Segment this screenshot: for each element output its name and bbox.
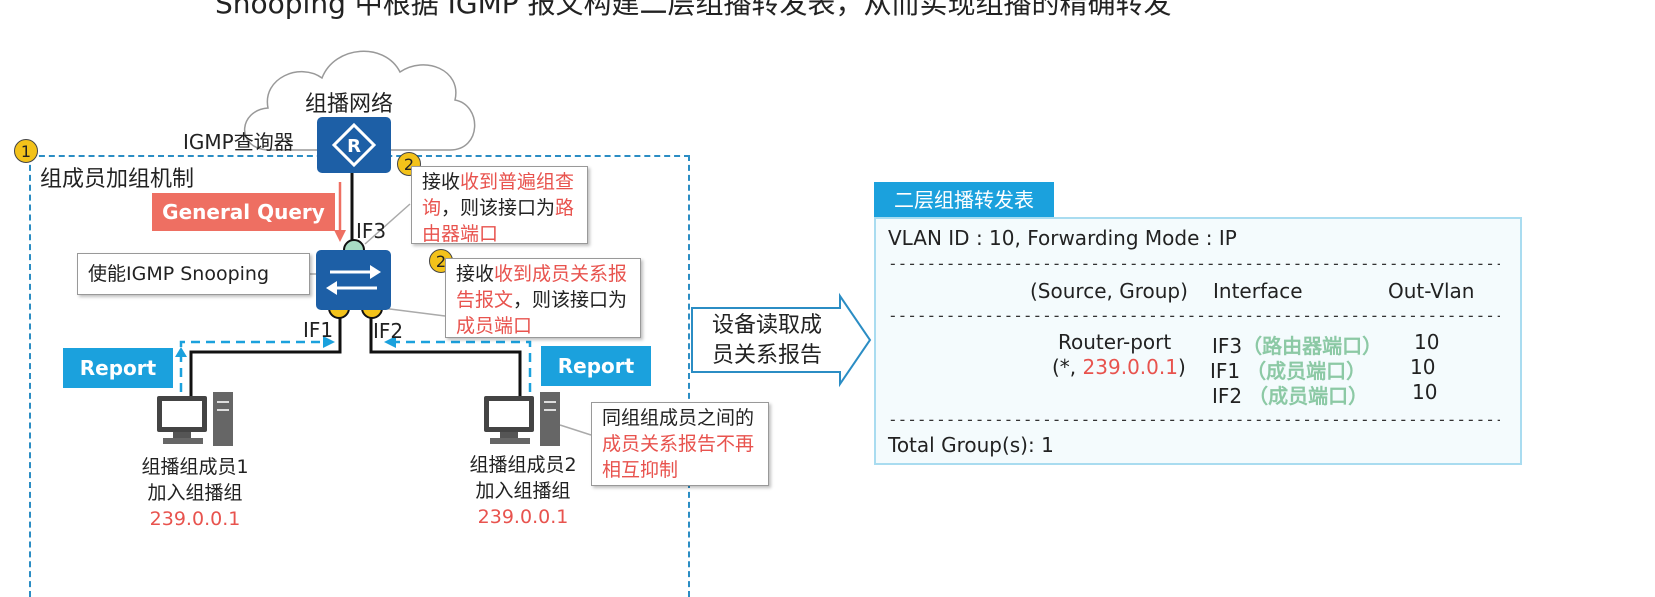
vlan-line: VLAN ID : 10, Forwarding Mode : IP <box>888 226 1237 250</box>
report-arrow-right <box>394 340 532 392</box>
table-row-vlan: 10 <box>1412 380 1438 404</box>
forwarding-table-title: 二层组播转发表 <box>874 182 1054 218</box>
forwarding-table <box>874 217 1522 465</box>
table-row-vlan: 10 <box>1414 330 1440 354</box>
table-divider-3: ----------------------------------------… <box>888 410 1500 429</box>
svg-text:R: R <box>347 136 361 157</box>
pc-2-icon <box>484 392 560 446</box>
table-divider-1: ----------------------------------------… <box>888 254 1500 273</box>
query-arrow-head <box>334 230 346 242</box>
read-report-arrow <box>691 292 872 388</box>
if1-label: IF1 <box>303 318 334 342</box>
general-query-label: General Query <box>152 193 335 231</box>
report-arrow-right-head <box>384 336 396 348</box>
group-entry: (*, 239.0.0.1) <box>1052 355 1186 379</box>
member-port-callout: 接收收到成员关系报告报文，则该接口为成员端口 <box>445 258 641 338</box>
enable-snooping-callout: 使能IGMP Snooping <box>77 253 310 295</box>
switch-icon <box>316 250 391 310</box>
no-suppress-callout: 同组组成员之间的成员关系报告不再相互抑制 <box>591 402 769 486</box>
report-arrow-left-tail <box>175 347 187 357</box>
cloud-shape <box>244 50 476 151</box>
cloud-label: 组播网络 <box>305 92 394 117</box>
router-icon: R <box>317 117 391 173</box>
col-out-vlan: Out-Vlan <box>1388 279 1475 303</box>
total-groups: Total Group(s): 1 <box>888 433 1054 457</box>
report-arrow-left-head <box>323 336 335 348</box>
pc-1-icon <box>157 392 233 446</box>
table-row: IF3（路由器端口） <box>1212 334 1383 358</box>
querier-label: IGMP查询器 <box>183 130 294 154</box>
table-row: IF2（成员端口） <box>1212 384 1369 408</box>
cropped-top-text: Snooping 中根据 IGMP 报文构建二层组播转发表，从而实现组播的精确转… <box>215 0 1172 20</box>
link-switch-pc1 <box>189 308 342 398</box>
col-source-group: (Source, Group) <box>1030 279 1188 303</box>
if3-label: IF3 <box>356 219 387 243</box>
report-label-right: Report <box>541 346 651 386</box>
link-switch-pc2 <box>369 308 522 398</box>
router-port-callout: 接收收到普遍组查询，则该接口为路由器端口 <box>411 166 588 245</box>
table-row-vlan: 10 <box>1410 355 1436 379</box>
table-divider-2: ----------------------------------------… <box>888 306 1500 325</box>
read-report-text: 设备读取成 员关系报告 <box>712 313 823 368</box>
if2-label: IF2 <box>373 319 404 343</box>
report-arrow-left <box>179 340 325 392</box>
col-interface: Interface <box>1213 279 1303 303</box>
member-1-label: 组播组成员1 加入组播组 239.0.0.1 <box>141 456 249 530</box>
badge-1: 1 <box>14 139 38 163</box>
router-port-text: Router-port <box>1058 330 1172 354</box>
member-2-label: 组播组成员2 加入组播组 239.0.0.1 <box>469 454 577 528</box>
table-row: IF1（成员端口） <box>1210 359 1367 383</box>
frame-title: 组成员加组机制 <box>40 167 195 192</box>
report-label-left: Report <box>63 348 173 388</box>
